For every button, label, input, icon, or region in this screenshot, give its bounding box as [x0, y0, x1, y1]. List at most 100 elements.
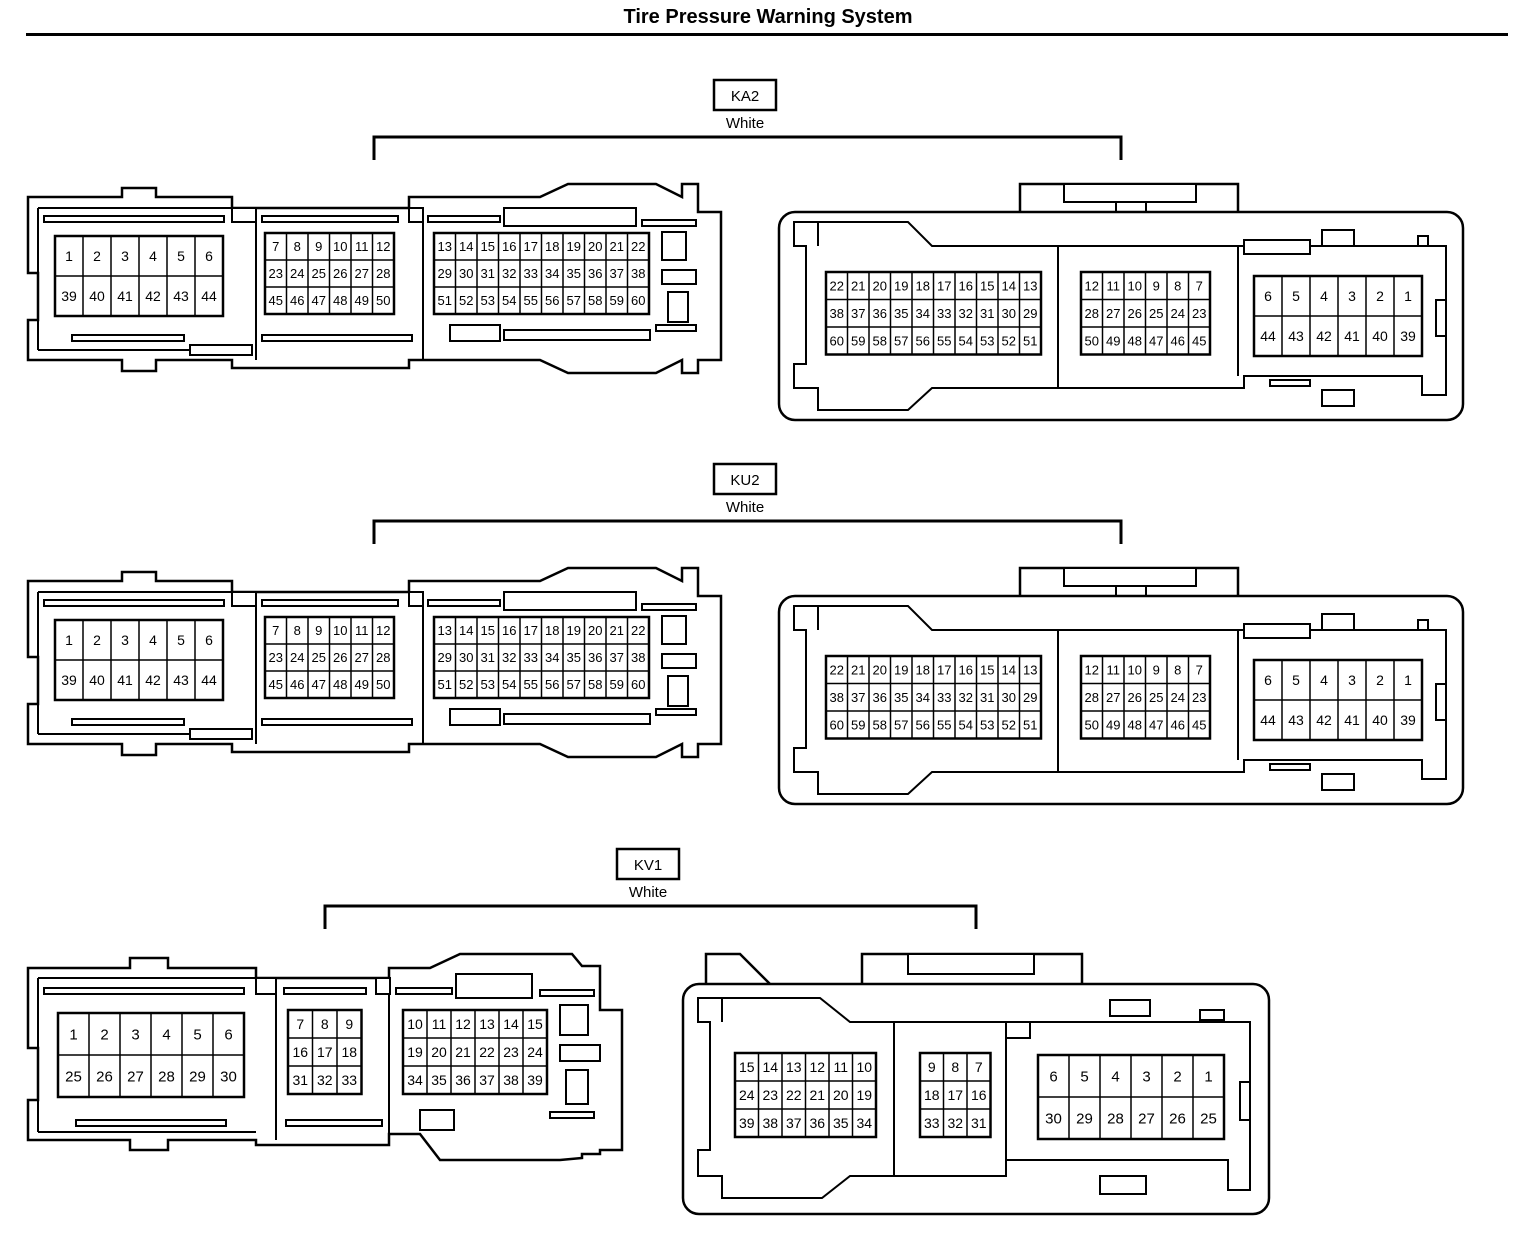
female-outline: [681, 982, 1271, 1216]
pin-number: 24: [290, 650, 304, 665]
pin-number: 14: [503, 1016, 519, 1032]
pin-number: 5: [177, 632, 185, 648]
pin-number: 39: [1400, 712, 1416, 728]
housing-detail: [283, 987, 367, 995]
pin-number: 28: [1085, 306, 1099, 321]
pin-number: 32: [502, 266, 516, 281]
pin-number: 59: [610, 293, 624, 308]
pin-number: 7: [1196, 662, 1203, 677]
pin-number: 58: [588, 293, 602, 308]
pin-number: 20: [431, 1044, 447, 1060]
housing-detail: [1269, 763, 1311, 771]
pin-number: 21: [610, 623, 624, 638]
pin-number: 45: [269, 293, 283, 308]
pin-number: 22: [786, 1087, 802, 1103]
pin-number: 55: [524, 293, 538, 308]
pin-number: 33: [937, 306, 951, 321]
pin-number: 13: [479, 1016, 495, 1032]
pin-number: 10: [407, 1016, 423, 1032]
pin-number: 4: [149, 632, 157, 648]
pin-number: 36: [873, 690, 887, 705]
housing-detail: [907, 953, 1035, 975]
connector-code: KU2: [730, 472, 759, 489]
housing-detail: [1243, 623, 1311, 639]
housing-detail: [1063, 567, 1197, 587]
pin-number: 4: [149, 248, 157, 264]
pin-number: 17: [317, 1044, 333, 1060]
pin-number: 51: [438, 293, 452, 308]
pin-number: 21: [610, 239, 624, 254]
pin-number: 26: [333, 266, 347, 281]
housing-detail: [503, 207, 637, 227]
pin-number: 35: [833, 1115, 849, 1131]
pin-number: 2: [93, 248, 101, 264]
pin-number: 43: [173, 672, 189, 688]
pin-number: 39: [61, 288, 77, 304]
pin-number: 2: [1173, 1068, 1181, 1085]
pin-number: 35: [431, 1072, 447, 1088]
pin-number: 5: [177, 248, 185, 264]
pin-number: 27: [355, 266, 369, 281]
pin-number: 29: [189, 1068, 206, 1085]
pairing-bracket: [323, 904, 978, 929]
pin-number: 15: [739, 1059, 755, 1075]
pin-number: 41: [117, 288, 133, 304]
pin-number: 5: [193, 1026, 201, 1043]
pin-number: 20: [873, 662, 887, 677]
pin-number: 24: [1171, 306, 1185, 321]
pin-number: 24: [739, 1087, 755, 1103]
pin-number: 12: [455, 1016, 471, 1032]
housing-detail: [1269, 379, 1311, 387]
pin-number: 13: [786, 1059, 802, 1075]
pin-number: 12: [809, 1059, 825, 1075]
pin-number: 49: [1106, 333, 1120, 348]
pin-number: 54: [502, 293, 516, 308]
pin-grid-frame: [918, 1051, 992, 1139]
housing-detail: [655, 324, 697, 332]
pin-number: 11: [1107, 662, 1121, 677]
pin-number: 34: [407, 1072, 423, 1088]
housing-detail: [71, 718, 185, 726]
pin-number: 15: [481, 239, 495, 254]
pin-number: 28: [158, 1068, 175, 1085]
pin-number: 5: [1292, 672, 1300, 688]
pin-number: 14: [1002, 278, 1016, 293]
pin-number: 30: [1045, 1110, 1062, 1127]
housing-outline: [1435, 299, 1446, 337]
pin-number: 26: [333, 650, 347, 665]
pin-number: 32: [502, 650, 516, 665]
pin-number: 41: [117, 672, 133, 688]
pin-number: 16: [959, 662, 973, 677]
pin-number: 4: [1320, 288, 1328, 304]
pin-number: 19: [894, 662, 908, 677]
pin-number: 26: [96, 1068, 113, 1085]
pin-number: 11: [833, 1059, 848, 1075]
housing-detail: [427, 215, 501, 223]
pin-number: 2: [1376, 672, 1384, 688]
pin-number: 44: [201, 288, 217, 304]
pin-number: 29: [1023, 306, 1037, 321]
pin-number: 29: [438, 266, 452, 281]
pin-number: 43: [1288, 328, 1304, 344]
pin-number: 16: [502, 239, 516, 254]
pin-number: 31: [481, 266, 495, 281]
housing-detail: [408, 207, 424, 223]
pin-number: 2: [100, 1026, 108, 1043]
pin-number: 56: [545, 293, 559, 308]
housing-detail: [449, 324, 501, 342]
pin-number: 31: [292, 1072, 308, 1088]
pin-number: 4: [1320, 672, 1328, 688]
housing-detail: [1115, 201, 1147, 213]
housing-detail: [395, 987, 453, 995]
housing-detail: [231, 591, 257, 607]
pin-number: 3: [131, 1026, 139, 1043]
pin-number: 18: [916, 278, 930, 293]
pin-number: 20: [588, 239, 602, 254]
pin-number: 60: [631, 677, 645, 692]
pin-number: 38: [503, 1072, 519, 1088]
pin-number: 18: [916, 662, 930, 677]
pin-number: 36: [809, 1115, 825, 1131]
pin-number: 44: [1260, 712, 1276, 728]
connector-code-box: [615, 847, 681, 881]
